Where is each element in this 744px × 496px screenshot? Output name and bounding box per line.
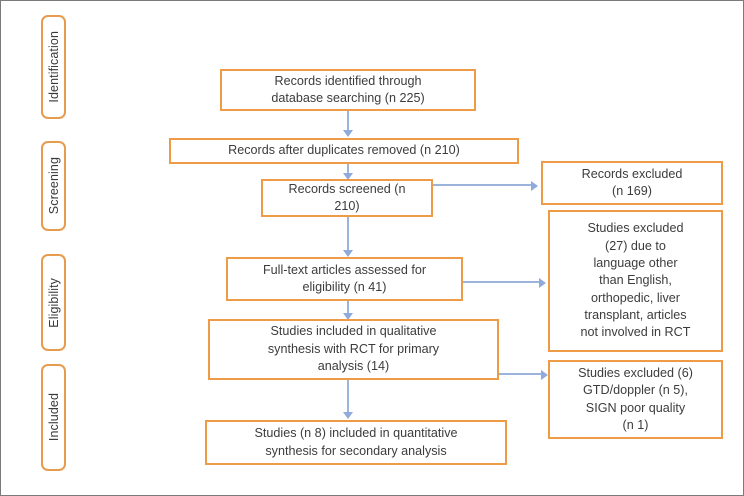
node-records-identified: Records identified through database sear… — [220, 69, 476, 111]
node-studies-excluded-27-line3: language other — [593, 255, 678, 270]
node-studies-excluded-27: Studies excluded (27) due to language ot… — [548, 210, 723, 352]
node-records-screened-line1: Records screened (n — [288, 181, 406, 196]
node-records-screened-line2: 210) — [334, 199, 360, 213]
node-quantitative-synthesis-line2: synthesis for secondary analysis — [265, 443, 447, 458]
connector-identified-to-duplicates — [347, 111, 349, 133]
node-studies-excluded-6-line3: SIGN poor quality — [585, 400, 686, 415]
node-studies-excluded-6-line2: GTD/doppler (n 5), — [583, 383, 688, 398]
node-studies-excluded-27-line5: orthopedic, liver — [591, 290, 680, 305]
node-studies-excluded-27-line1: Studies excluded — [587, 221, 684, 236]
connector-fulltext-to-excluded27 — [463, 281, 541, 283]
node-records-after-duplicates-line1: Records after duplicates removed (n 210) — [228, 143, 460, 158]
connector-duplicates-to-screened — [347, 164, 349, 178]
node-records-excluded: Records excluded (n 169) — [541, 161, 723, 205]
node-records-identified-line2: database searching (n 225) — [271, 91, 425, 105]
arrow-duplicates-to-screened — [343, 173, 353, 180]
node-fulltext-assessed-line1: Full-text articles assessed for — [262, 262, 427, 277]
arrow-screened-to-fulltext — [343, 250, 353, 257]
stage-label-identification: Identification — [46, 31, 61, 103]
node-records-identified-line1: Records identified through — [274, 73, 422, 88]
node-records-screened: Records screened (n 210) — [261, 179, 433, 217]
node-records-excluded-line1: Records excluded — [581, 166, 683, 181]
node-studies-excluded-6-line1: Studies excluded (6) — [578, 365, 693, 380]
node-qualitative-synthesis-line3: analysis (14) — [317, 359, 390, 374]
connector-qualitative-to-quantitative — [347, 371, 349, 415]
node-records-excluded-line2: (n 169) — [612, 184, 652, 198]
stage-label-eligibility: Eligibility — [46, 277, 61, 328]
arrow-qualitative-to-excluded6 — [541, 370, 548, 380]
node-studies-excluded-27-line4: than English, — [599, 273, 672, 288]
stage-box-included: Included — [41, 364, 66, 471]
stage-label-screening: Screening — [46, 157, 61, 215]
node-fulltext-assessed-line2: eligibility (n 41) — [302, 280, 387, 294]
node-quantitative-synthesis-line1: Studies (n 8) included in quantitative — [254, 426, 458, 441]
stage-box-identification: Identification — [41, 15, 66, 119]
stage-box-eligibility: Eligibility — [41, 254, 66, 351]
node-records-after-duplicates: Records after duplicates removed (n 210) — [169, 138, 519, 164]
connector-screened-to-fulltext — [347, 217, 349, 253]
arrow-fulltext-to-excluded27 — [539, 278, 546, 288]
arrow-qualitative-to-quantitative — [343, 412, 353, 419]
stage-box-screening: Screening — [41, 141, 66, 231]
arrow-fulltext-to-qualitative — [343, 313, 353, 320]
node-qualitative-synthesis-line2: synthesis with RCT for primary — [267, 341, 440, 356]
node-qualitative-synthesis-line1: Studies included in qualitative — [270, 324, 437, 339]
node-qualitative-synthesis: Studies included in qualitative synthesi… — [208, 319, 499, 380]
node-studies-excluded-6-line4: (n 1) — [622, 417, 649, 432]
arrow-screened-to-excluded — [531, 181, 538, 191]
node-studies-excluded-27-line6: transplant, articles — [584, 308, 687, 323]
connector-qualitative-to-excluded6 — [499, 373, 543, 375]
arrow-identified-to-duplicates — [343, 130, 353, 137]
connector-fulltext-to-qualitative — [347, 301, 349, 318]
node-studies-excluded-27-line2: (27) due to — [605, 238, 666, 253]
node-quantitative-synthesis: Studies (n 8) included in quantitative s… — [205, 420, 507, 465]
node-fulltext-assessed: Full-text articles assessed for eligibil… — [226, 257, 463, 301]
connector-screened-to-excluded — [433, 184, 533, 186]
stage-label-included: Included — [46, 393, 61, 442]
node-studies-excluded-6: Studies excluded (6) GTD/doppler (n 5), … — [548, 360, 723, 439]
node-studies-excluded-27-line7: not involved in RCT — [580, 325, 691, 340]
